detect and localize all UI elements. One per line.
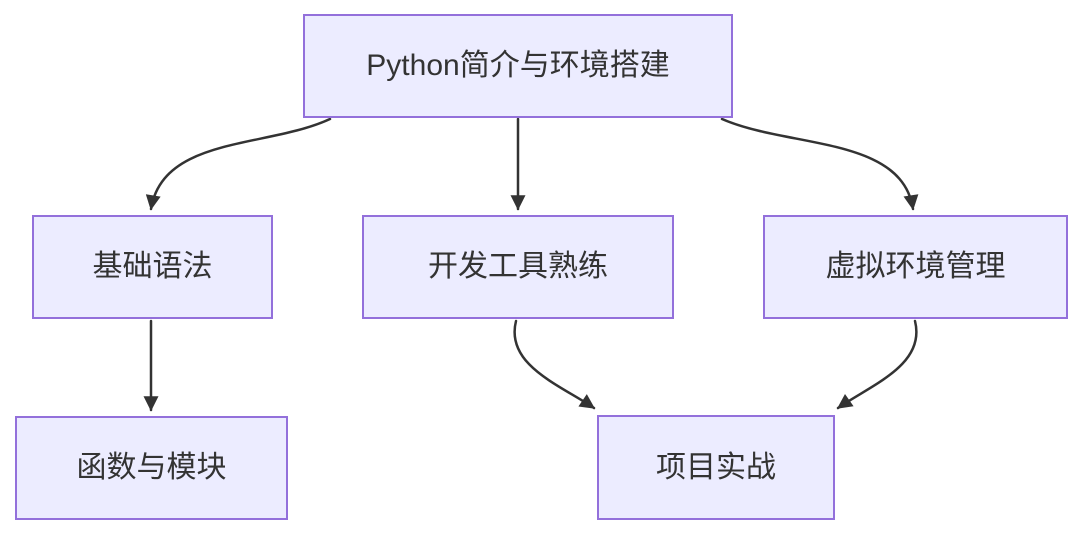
edge-python-intro-to-basic-syntax xyxy=(145,117,332,211)
node-python-intro: Python简介与环境搭建 xyxy=(303,14,733,118)
node-python-intro-label: Python简介与环境搭建 xyxy=(366,49,670,82)
node-project-practice: 项目实战 xyxy=(597,415,835,520)
node-dev-tools: 开发工具熟练 xyxy=(362,215,674,319)
node-virtual-env-label: 虚拟环境管理 xyxy=(825,250,1006,283)
edge-dev-tools-to-project-practice xyxy=(513,319,596,410)
edge-virtual-env-to-project-practice xyxy=(836,319,918,410)
node-functions-modules-label: 函数与模块 xyxy=(76,451,227,484)
node-virtual-env: 虚拟环境管理 xyxy=(763,215,1068,319)
edge-python-intro-to-virtual-env xyxy=(720,117,919,211)
node-dev-tools-label: 开发工具熟练 xyxy=(428,250,608,283)
node-project-practice-label: 项目实战 xyxy=(656,450,776,484)
node-basic-syntax-label: 基础语法 xyxy=(92,250,213,283)
node-basic-syntax: 基础语法 xyxy=(32,215,273,319)
node-functions-modules: 函数与模块 xyxy=(15,416,288,520)
